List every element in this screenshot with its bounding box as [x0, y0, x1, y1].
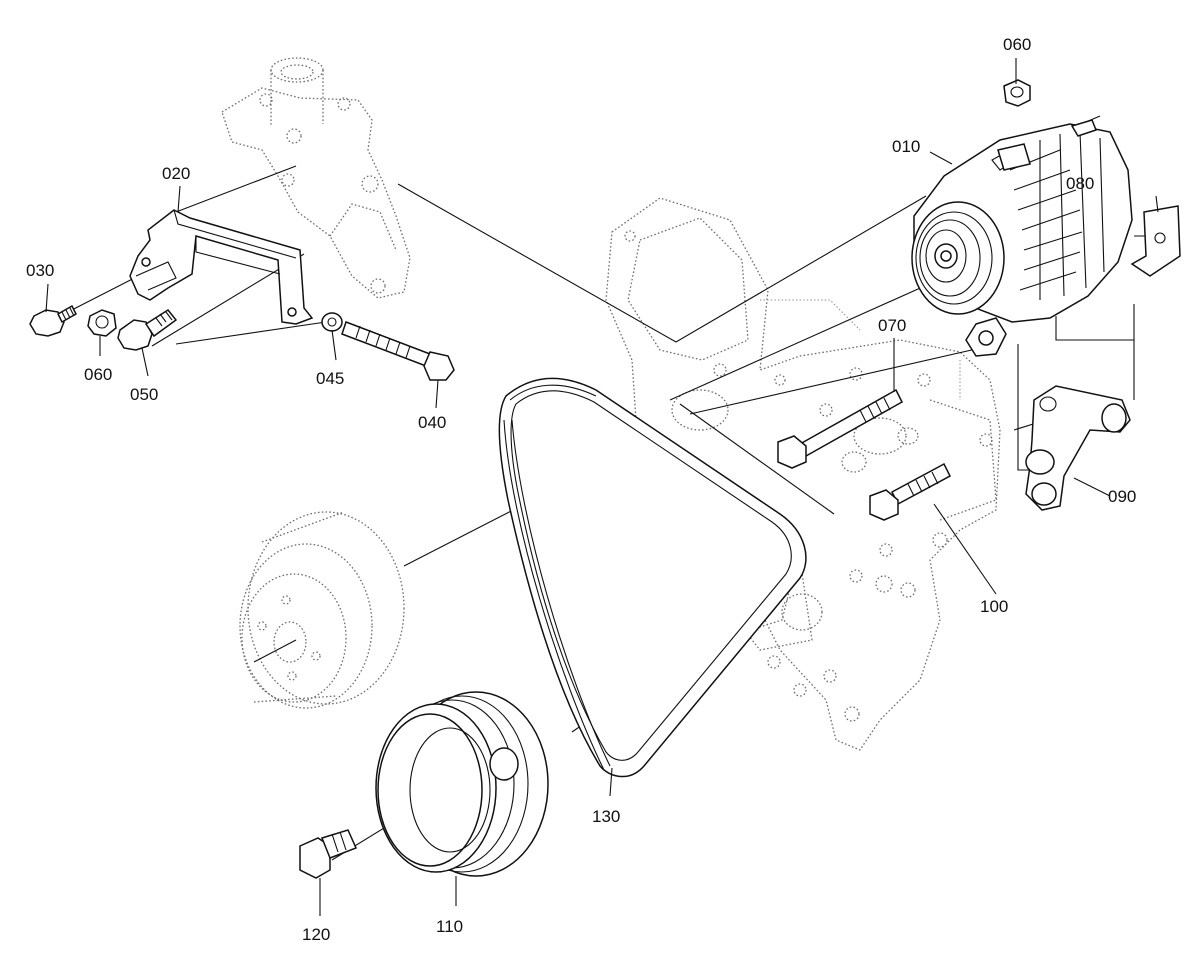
label-130: 130 [592, 807, 620, 826]
bolt-030[interactable] [29, 304, 77, 337]
label-120: 120 [302, 925, 330, 944]
label-070: 070 [878, 316, 906, 335]
alternator-bracket[interactable] [129, 209, 314, 325]
engine-context [221, 57, 1001, 751]
label-045: 045 [316, 369, 344, 388]
part-labels: 060 010 080 020 030 060 050 045 040 070 … [26, 35, 1136, 944]
crankshaft-pulley[interactable] [375, 691, 549, 877]
label-060-left: 060 [84, 365, 112, 384]
washer-045[interactable] [321, 312, 343, 332]
label-020: 020 [162, 164, 190, 183]
water-pump-housing [221, 57, 411, 299]
label-040: 040 [418, 413, 446, 432]
bracket-090[interactable] [1025, 385, 1131, 511]
label-leaders [45, 58, 1159, 916]
bolt-040[interactable] [341, 321, 455, 381]
label-060-top: 060 [1003, 35, 1031, 54]
bolt-050[interactable] [117, 309, 178, 351]
label-050: 050 [130, 385, 158, 404]
label-080: 080 [1066, 174, 1094, 193]
nut-060-top[interactable] [1003, 79, 1031, 107]
label-110: 110 [436, 917, 463, 936]
water-pump-pulley [239, 511, 405, 709]
nut-060-left[interactable] [87, 309, 117, 337]
plate-080[interactable] [1130, 205, 1181, 277]
label-030: 030 [26, 261, 54, 280]
label-010: 010 [892, 137, 920, 156]
bolt-100[interactable] [869, 462, 951, 521]
leader-lines [63, 165, 1156, 861]
drive-belt[interactable] [498, 377, 807, 778]
bolt-120[interactable] [299, 829, 358, 879]
alternator[interactable] [911, 115, 1133, 357]
bolt-070[interactable] [777, 388, 903, 469]
label-090: 090 [1108, 487, 1136, 506]
label-100: 100 [980, 597, 1008, 616]
